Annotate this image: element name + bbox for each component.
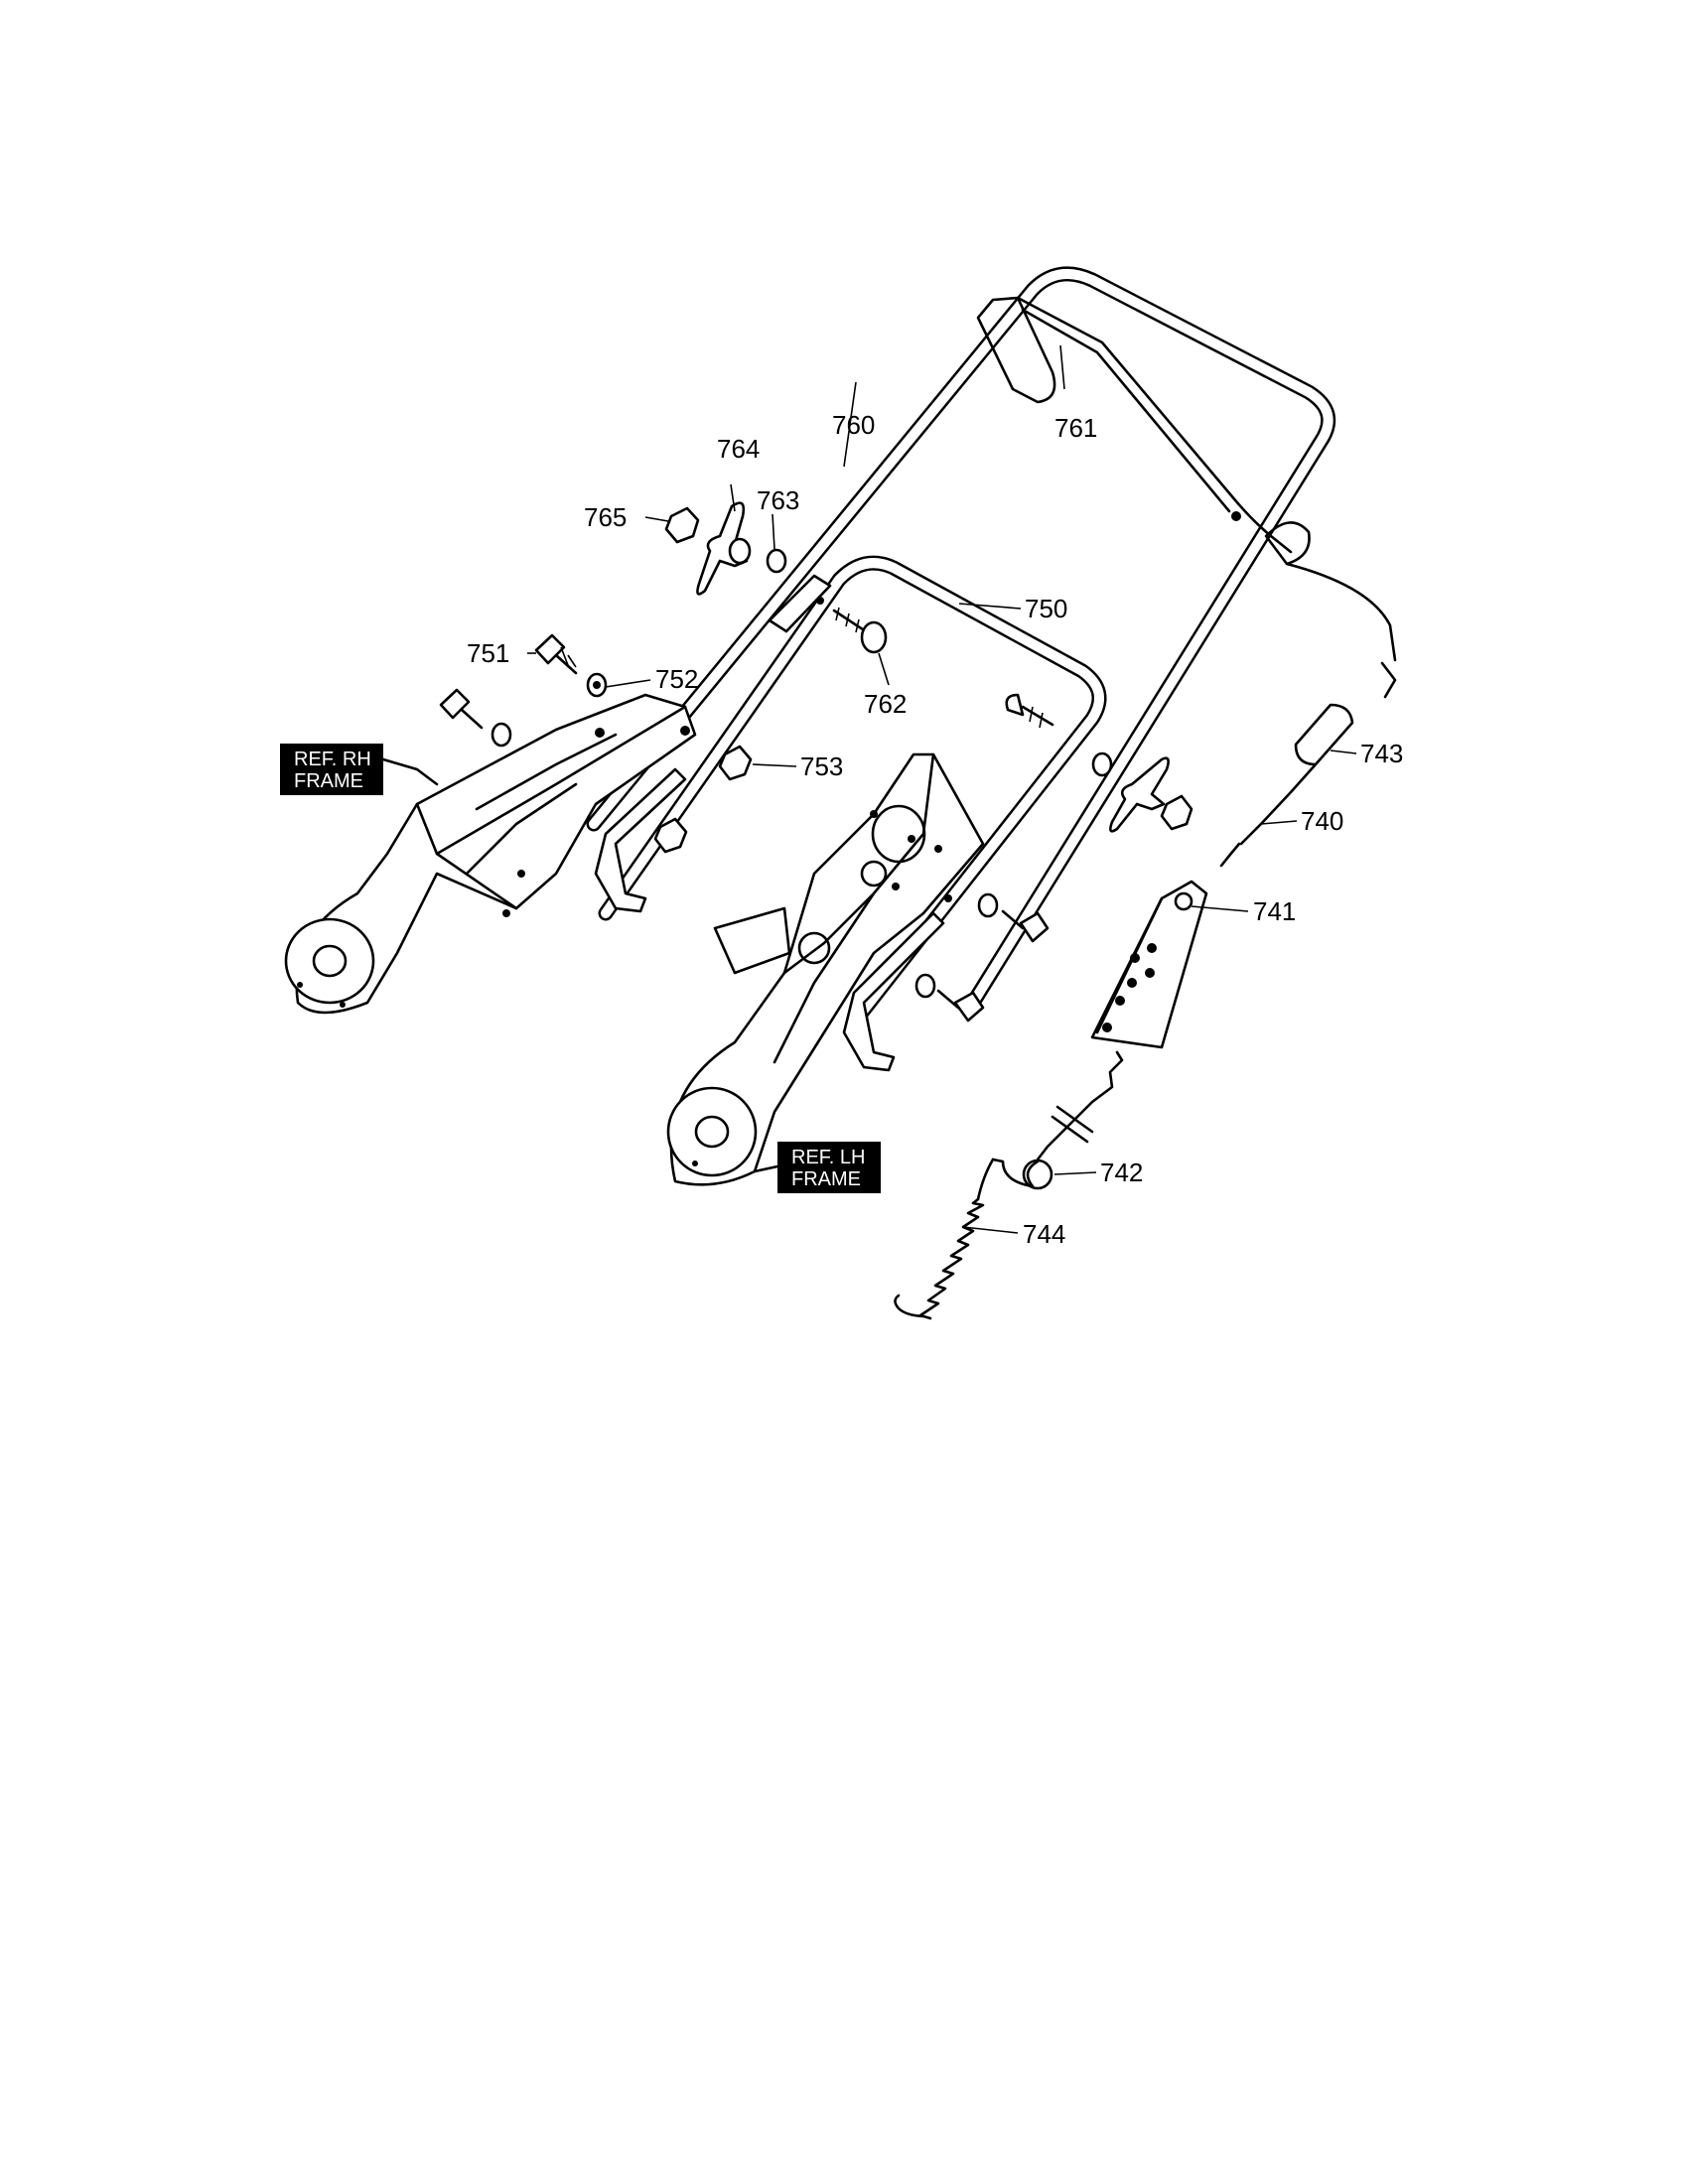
bail-bar (976, 296, 1311, 566)
rh-frame (284, 693, 697, 1015)
ref-rh-frame-tag: REF. RH FRAME (280, 744, 439, 795)
label-765: 765 (584, 502, 627, 532)
nut-765 (664, 506, 700, 544)
washer-lower-left (491, 722, 512, 748)
bolt-right-middle (977, 892, 1050, 943)
ref-lh-line1: REF. LH (791, 1147, 865, 1168)
label-764: 764 (717, 434, 760, 464)
label-753: 753 (800, 751, 843, 781)
cable-bracket (1090, 880, 1208, 1049)
bolt-right-upper (1005, 693, 1054, 729)
ref-lh-frame-tag: REF. LH FRAME (753, 1142, 881, 1193)
label-742: 742 (1100, 1158, 1143, 1187)
control-cable (1219, 562, 1397, 868)
upper-handle (586, 266, 1336, 1011)
part-labels: 760 761 764 763 765 750 751 752 762 753 … (467, 410, 1403, 1249)
label-760: 760 (832, 410, 875, 440)
ref-rh-line2: FRAME (294, 770, 363, 792)
lh-frame (666, 752, 985, 1186)
leader-lines (527, 344, 1357, 1234)
label-751: 751 (467, 638, 509, 668)
washer-752 (586, 672, 608, 698)
bolt-lower-left (439, 688, 484, 730)
ref-rh-line1: REF. RH (294, 749, 371, 770)
lower-handle (598, 555, 1107, 1030)
spring-744 (894, 1158, 995, 1320)
handle-sleeve (768, 574, 832, 633)
label-741: 741 (1253, 896, 1296, 926)
label-761: 761 (1054, 413, 1097, 443)
label-750: 750 (1025, 594, 1067, 623)
nut-753 (718, 745, 753, 781)
label-763: 763 (757, 485, 799, 515)
cable-sleeve-743 (1294, 703, 1354, 766)
nut-lower-left (653, 817, 688, 854)
lower-cable (991, 1050, 1124, 1190)
ref-lh-line2: FRAME (791, 1168, 861, 1190)
label-752: 752 (655, 664, 698, 694)
washer-763 (766, 548, 787, 574)
bolt-right-lower (914, 973, 985, 1023)
bolt-762 (816, 597, 888, 654)
label-740: 740 (1301, 806, 1343, 836)
knob-right (1091, 751, 1193, 833)
label-744: 744 (1023, 1219, 1065, 1249)
label-762: 762 (864, 689, 907, 719)
label-743: 743 (1360, 739, 1403, 768)
bolt-751 (534, 633, 578, 675)
knob-764 (696, 501, 752, 596)
